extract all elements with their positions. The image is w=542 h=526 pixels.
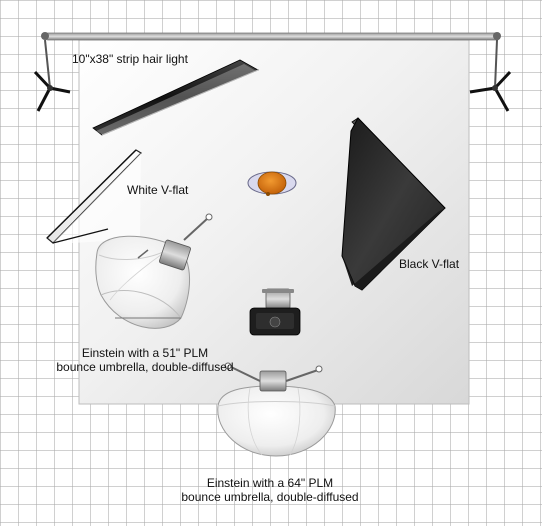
umbrella-left-label-line1: Einstein with a 51" PLM — [81, 346, 209, 360]
subject — [247, 171, 297, 196]
black-v-flat-label: Black V-flat — [399, 257, 460, 271]
strip-light — [92, 59, 259, 136]
black-v-flat — [341, 117, 446, 291]
camera — [249, 288, 301, 336]
backdrop-stand-left — [33, 39, 71, 112]
person-top-view-icon — [266, 192, 270, 196]
umbrella-bottom-label: Einstein with a 64" PLM bounce umbrella,… — [150, 476, 390, 504]
backdrop-stand-right — [469, 39, 512, 112]
white-v-flat — [46, 149, 142, 244]
umbrella-left-label: Einstein with a 51" PLM bounce umbrella,… — [25, 346, 265, 374]
umbrella-bottom-label-line1: Einstein with a 64" PLM — [206, 476, 334, 490]
umbrella-bottom-label-line2: bounce umbrella, double-diffused — [181, 490, 359, 504]
umbrella-light-left — [95, 213, 213, 329]
umbrella-light-bottom — [217, 362, 336, 457]
white-v-flat-label: White V-flat — [127, 183, 189, 197]
umbrella-left-label-line2: bounce umbrella, double-diffused — [56, 360, 234, 374]
strip-light-label: 10"x38" strip hair light — [72, 52, 188, 66]
